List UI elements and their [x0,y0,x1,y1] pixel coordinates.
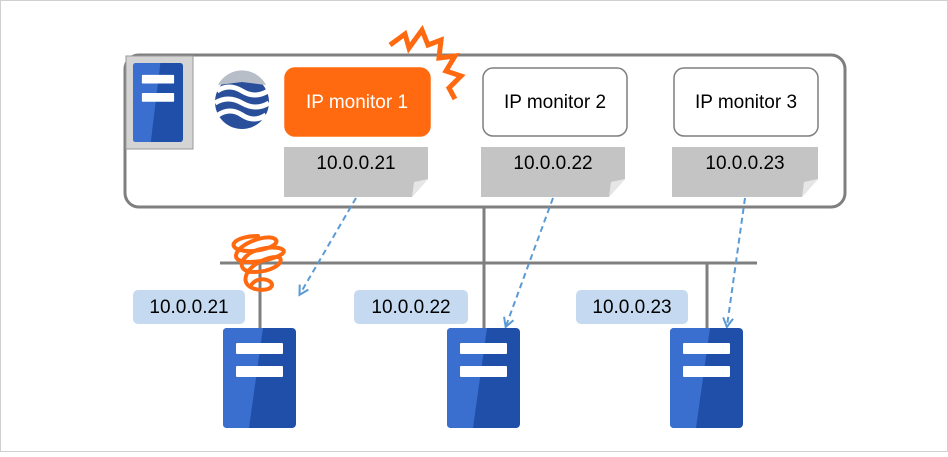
monitor-1-address-note: 10.0.0.21 [284,147,428,197]
server-icon [447,328,520,428]
target-1-server [223,328,296,428]
server-icon [223,328,296,428]
monitor-2[interactable]: IP monitor 2 [482,67,628,137]
target-1-address: 10.0.0.21 [133,290,245,324]
monitor-1-arrow [300,197,357,294]
monitor-3-label: IP monitor 3 [695,92,797,113]
target-3-address: 10.0.0.23 [576,290,688,324]
tangled-cable-icon [231,234,286,292]
monitor-2-box [482,67,628,137]
server-icon [670,328,743,428]
server-icon [133,63,184,142]
monitor-1-ip: 10.0.0.21 [316,153,395,174]
network-lines [220,208,757,334]
monitor-3[interactable]: IP monitor 3 [673,67,819,137]
monitor-1-label: IP monitor 1 [306,92,408,113]
target-3-ip: 10.0.0.23 [592,297,671,318]
logo-icon [213,70,271,129]
monitor-2-label: IP monitor 2 [504,92,606,113]
cluster-server [125,55,194,150]
target-2-server [447,328,520,428]
monitor-1-box [284,67,431,137]
monitoring-arrows [300,197,746,326]
target-2-address: 10.0.0.22 [354,290,468,324]
monitor-2-arrow [506,197,554,326]
target-3-server [670,328,743,428]
monitor-1[interactable]: IP monitor 1 [284,67,431,137]
target-1-ip: 10.0.0.21 [149,297,228,318]
monitor-3-box [673,67,819,137]
monitor-3-ip: 10.0.0.23 [705,153,784,174]
monitor-3-arrow [727,197,746,326]
lightning-icon [388,24,466,101]
monitor-2-ip: 10.0.0.22 [513,153,592,174]
monitor-3-address-note: 10.0.0.23 [672,147,818,197]
monitor-2-address-note: 10.0.0.22 [481,147,625,197]
target-2-ip: 10.0.0.22 [371,297,450,318]
